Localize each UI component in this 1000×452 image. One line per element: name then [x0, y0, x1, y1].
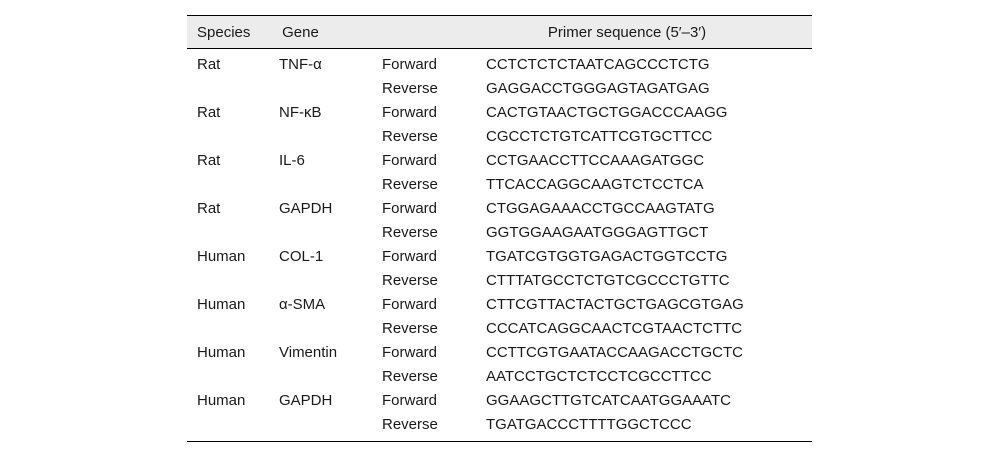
direction-cell: Reverse	[382, 224, 438, 241]
gene-cell: COL-1	[279, 248, 324, 265]
table-row-forward: Human GAPDH Forward GGAAGCTTGTCATCAATGGAAAT…	[187, 389, 812, 413]
table-row-forward: Human COL-1 Forward TGATCGTGGTGAGACTGGTCCTG	[187, 245, 812, 269]
table-row-reverse: Reverse GAGGACCTGGGAGTAGATGAG	[187, 77, 812, 101]
table-row-reverse: Reverse AATCCTGCTCTCCTCGCCTTCC	[187, 365, 812, 389]
table-row-forward: Rat IL-6 Forward CCTGAACCTTCCAAAGATGGC	[187, 149, 812, 173]
empty-cell	[187, 269, 279, 293]
table-row-forward: Human α-SMA Forward CTTCGTTACTACTGCTGAGCGTG…	[187, 293, 812, 317]
species-cell: Rat	[197, 56, 221, 73]
gene-cell: NF-κB	[279, 104, 322, 121]
species-cell: Human	[197, 296, 246, 313]
table-row-forward: Rat GAPDH Forward CTGGAGAAACCTGCCAAGTATG	[187, 197, 812, 221]
empty-cell	[279, 317, 382, 341]
empty-cell	[279, 365, 382, 389]
direction-cell: Forward	[382, 56, 438, 73]
species-cell: Human	[197, 344, 246, 361]
direction-cell: Forward	[382, 296, 438, 313]
direction-cell: Reverse	[382, 416, 438, 433]
header-gene: Gene	[282, 23, 319, 41]
direction-cell: Forward	[382, 200, 438, 217]
species-cell: Rat	[197, 200, 221, 217]
primer-sequence-cell: CTGGAGAAACCTGCCAAGTATG	[486, 200, 715, 217]
primer-sequence-cell: TGATCGTGGTGAGACTGGTCCTG	[486, 248, 728, 265]
direction-cell: Reverse	[382, 128, 438, 145]
header-species: Species	[197, 23, 251, 41]
empty-cell	[279, 125, 382, 149]
direction-cell: Reverse	[382, 80, 438, 97]
empty-cell	[187, 221, 279, 245]
direction-cell: Forward	[382, 392, 438, 409]
direction-cell: Reverse	[382, 272, 438, 289]
species-cell: Human	[197, 248, 246, 265]
direction-cell: Forward	[382, 248, 438, 265]
empty-cell	[187, 317, 279, 341]
empty-cell	[279, 221, 382, 245]
empty-cell	[187, 173, 279, 197]
gene-cell: Vimentin	[279, 344, 338, 361]
table-row-reverse: Reverse GGTGGAAGAATGGGAGTTGCT	[187, 221, 812, 245]
primer-sequence-cell: CTTCGTTACTACTGCTGAGCGTGAG	[486, 296, 744, 313]
empty-cell	[279, 269, 382, 293]
empty-cell	[187, 413, 279, 442]
empty-cell	[187, 365, 279, 389]
table-row-reverse: Reverse TTCACCAGGCAAGTCTCCTCA	[187, 173, 812, 197]
table-header: Species Gene Primer sequence (5′–3′)	[187, 15, 813, 49]
table-row-forward: Human Vimentin Forward CCTTCGTGAATACCAAGACC…	[187, 341, 812, 365]
species-cell: Rat	[197, 152, 221, 169]
primer-sequence-cell: TTCACCAGGCAAGTCTCCTCA	[486, 176, 704, 193]
gene-cell: GAPDH	[279, 200, 333, 217]
empty-cell	[187, 125, 279, 149]
primer-sequence-cell: CCCATCAGGCAACTCGTAACTCTTC	[486, 320, 743, 337]
primer-sequence-cell: GAGGACCTGGGAGTAGATGAG	[486, 80, 710, 97]
table-row-reverse: Reverse CGCCTCTGTCATTCGTGCTTCC	[187, 125, 812, 149]
table-row-forward: Rat TNF-α Forward CCTCTCTCTAATCAGCCCTCTG	[187, 49, 812, 78]
table-row-forward: Rat NF-κB Forward CACTGTAACTGCTGGACCCAAGG	[187, 101, 812, 125]
table-row-reverse: Reverse CTTTATGCCTCTGTCGCCCTGTTC	[187, 269, 812, 293]
primer-sequence-cell: CTTTATGCCTCTGTCGCCCTGTTC	[486, 272, 730, 289]
gene-cell: IL-6	[279, 152, 305, 169]
gene-cell: α-SMA	[279, 296, 326, 313]
species-cell: Human	[197, 392, 246, 409]
species-cell: Rat	[197, 104, 221, 121]
primer-sequence-cell: CGCCTCTGTCATTCGTGCTTCC	[486, 128, 713, 145]
primer-sequence-cell: CCTGAACCTTCCAAAGATGGC	[486, 152, 705, 169]
primer-table-container: Species Gene Primer sequence (5′–3′) Rat…	[187, 15, 813, 442]
header-primer-sequence: Primer sequence (5′–3′)	[547, 23, 707, 41]
gene-cell: TNF-α	[279, 56, 322, 73]
primer-sequence-cell: AATCCTGCTCTCCTCGCCTTCC	[486, 368, 712, 385]
primer-sequence-cell: GGTGGAAGAATGGGAGTTGCT	[486, 224, 709, 241]
primer-sequence-cell: CCTTCGTGAATACCAAGACCTGCTC	[486, 344, 743, 361]
empty-cell	[279, 173, 382, 197]
primer-sequence-cell: CCTCTCTCTAATCAGCCCTCTG	[486, 56, 710, 73]
header-row: Species Gene Primer sequence (5′–3′)	[187, 15, 813, 49]
direction-cell: Forward	[382, 344, 438, 361]
direction-cell: Forward	[382, 152, 438, 169]
empty-cell	[279, 413, 382, 442]
primer-table: Species Gene Primer sequence (5′–3′) Rat…	[187, 15, 813, 442]
empty-cell	[279, 77, 382, 101]
direction-cell: Reverse	[382, 368, 438, 385]
direction-cell: Forward	[382, 104, 438, 121]
gene-cell: GAPDH	[279, 392, 333, 409]
direction-cell: Reverse	[382, 176, 438, 193]
table-row-reverse: Reverse CCCATCAGGCAACTCGTAACTCTTC	[187, 317, 812, 341]
empty-cell	[187, 77, 279, 101]
primer-sequence-cell: TGATGACCCTTTTGGCTCCC	[486, 416, 692, 433]
primer-sequence-cell: CACTGTAACTGCTGGACCCAAGG	[486, 104, 728, 121]
primer-sequence-cell: GGAAGCTTGTCATCAATGGAAATC	[486, 392, 732, 409]
table-row-reverse: Reverse TGATGACCCTTTTGGCTCCC	[187, 413, 812, 442]
direction-cell: Reverse	[382, 320, 438, 337]
